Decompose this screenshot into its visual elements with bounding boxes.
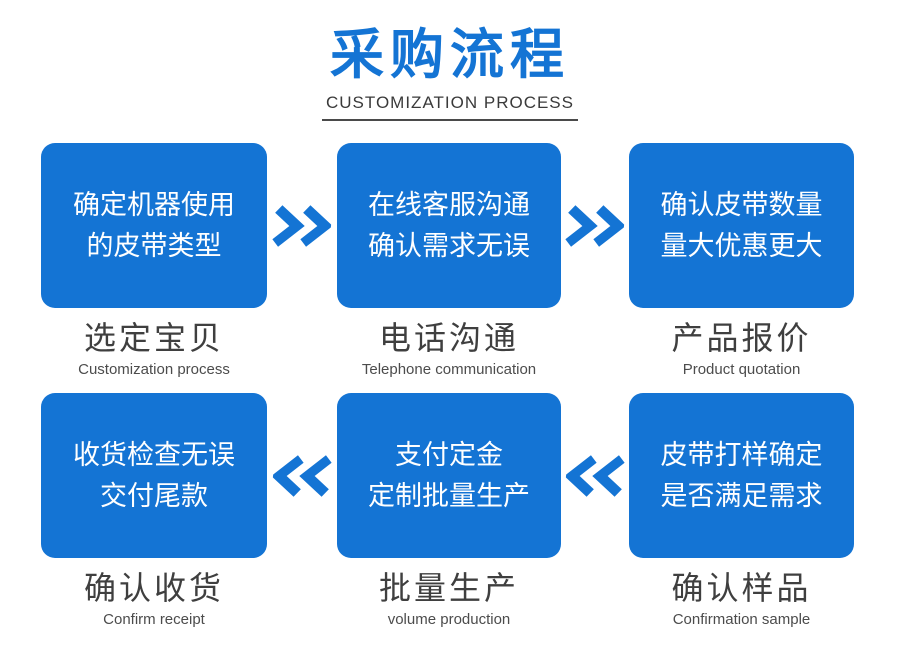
step-sublabel: Confirmation sample bbox=[672, 610, 811, 628]
step-sublabel: Product quotation bbox=[682, 361, 801, 379]
step-box: 皮带打样确定 是否满足需求 bbox=[629, 393, 854, 559]
process-step-3: 确认皮带数量 量大优惠更大 产品报价 Product quotation bbox=[629, 143, 854, 379]
subtitle-underline bbox=[321, 119, 578, 122]
step-box: 支付定金 定制批量生产 bbox=[337, 393, 561, 559]
step-box-line1: 在线客服沟通 bbox=[368, 190, 530, 221]
process-step-6: 收货检查无误 交付尾款 确认收货 Confirm receipt bbox=[41, 393, 267, 629]
step-sublabel: Telephone communication bbox=[361, 361, 537, 379]
step-box-line2: 的皮带类型 bbox=[86, 230, 222, 261]
step-label: 产品报价 bbox=[671, 320, 812, 357]
step-box-line1: 确定机器使用 bbox=[73, 190, 235, 221]
chevron-left-icon bbox=[267, 393, 337, 558]
process-step-2: 在线客服沟通 确认需求无误 电话沟通 Telephone communicati… bbox=[337, 143, 561, 379]
step-box-line1: 收货检查无误 bbox=[73, 440, 235, 471]
step-box: 确认皮带数量 量大优惠更大 bbox=[629, 143, 854, 309]
step-box-line2: 量大优惠更大 bbox=[660, 230, 823, 261]
process-row-2: 收货检查无误 交付尾款 确认收货 Confirm receipt 支付定金 定制… bbox=[41, 393, 859, 629]
step-label: 选定宝贝 bbox=[83, 320, 224, 357]
step-box-line1: 皮带打样确定 bbox=[660, 440, 823, 471]
step-box-line1: 确认皮带数量 bbox=[660, 190, 823, 221]
step-box-line2: 是否满足需求 bbox=[660, 480, 823, 511]
process-step-4: 皮带打样确定 是否满足需求 确认样品 Confirmation sample bbox=[629, 393, 854, 629]
page-subtitle: CUSTOMIZATION PROCESS bbox=[325, 93, 574, 113]
step-sublabel: volume production bbox=[387, 610, 511, 628]
page-title: 采购流程 bbox=[330, 25, 570, 85]
step-box: 收货检查无误 交付尾款 bbox=[41, 393, 267, 559]
step-sublabel: Confirm receipt bbox=[103, 610, 205, 628]
step-box: 确定机器使用 的皮带类型 bbox=[41, 143, 267, 309]
chevron-right-icon bbox=[561, 143, 629, 308]
process-row-1: 确定机器使用 的皮带类型 选定宝贝 Customization process … bbox=[41, 143, 859, 379]
step-box-line2: 交付尾款 bbox=[100, 480, 208, 511]
step-label: 确认收货 bbox=[83, 570, 224, 607]
step-box: 在线客服沟通 确认需求无误 bbox=[337, 143, 561, 309]
step-sublabel: Customization process bbox=[78, 361, 230, 379]
chevron-right-icon bbox=[267, 143, 337, 308]
subtitle-block: CUSTOMIZATION PROCESS bbox=[321, 93, 578, 122]
step-label: 电话沟通 bbox=[378, 320, 519, 357]
process-step-1: 确定机器使用 的皮带类型 选定宝贝 Customization process bbox=[41, 143, 267, 379]
step-label: 批量生产 bbox=[378, 570, 519, 607]
step-box-line2: 确认需求无误 bbox=[368, 230, 530, 261]
step-label: 确认样品 bbox=[671, 570, 812, 607]
step-box-line1: 支付定金 bbox=[395, 440, 503, 471]
step-box-line2: 定制批量生产 bbox=[368, 480, 530, 511]
header: 采购流程 CUSTOMIZATION PROCESS bbox=[0, 0, 900, 122]
process-step-5: 支付定金 定制批量生产 批量生产 volume production bbox=[337, 393, 561, 629]
chevron-left-icon bbox=[561, 393, 629, 558]
